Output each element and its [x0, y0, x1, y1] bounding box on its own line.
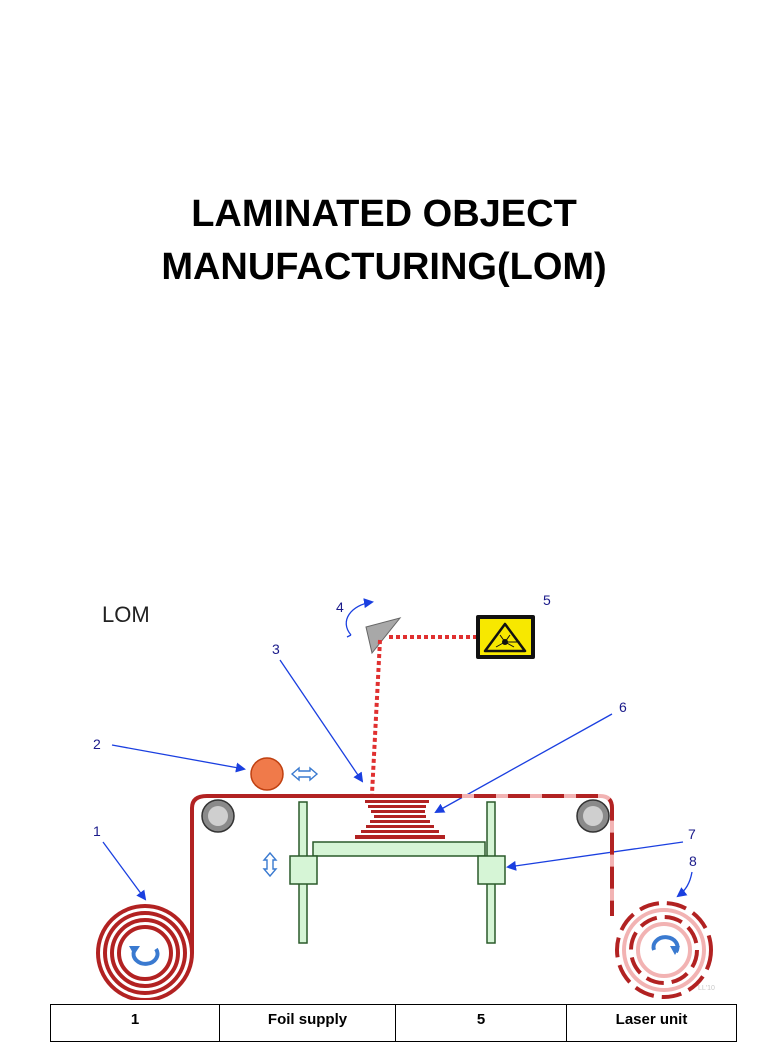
- arrow-2: [111, 744, 246, 773]
- legend-table: 1 Foil supply 5 Laser unit: [50, 1004, 737, 1042]
- carriage-left: [289, 855, 318, 885]
- callout-8: 8: [689, 853, 697, 869]
- title-line-2: MANUFACTURING(LOM): [161, 246, 607, 288]
- callout-4: 4: [336, 599, 344, 615]
- callout-1: 1: [93, 823, 101, 839]
- callout-3: 3: [272, 641, 280, 657]
- laminated-stack: [355, 800, 445, 839]
- table-row: 1 Foil supply 5 Laser unit: [50, 1004, 737, 1042]
- platform-move-icon: [262, 851, 278, 878]
- laser-unit: [476, 615, 535, 659]
- lom-diagram: LOM 1 2 3 4 5 6 7 8: [93, 592, 715, 1000]
- callout-2: 2: [93, 736, 101, 752]
- arrow-1: [102, 841, 147, 901]
- laser-beam: [370, 635, 476, 795]
- foil-path: [190, 794, 614, 953]
- arrow-3: [279, 659, 364, 783]
- callout-labels: 1 2 3 4 5 6 7 8: [93, 592, 697, 869]
- arrow-7: [506, 841, 684, 871]
- foil-takeup-roll: [615, 901, 713, 999]
- foil-path-right-used: [440, 794, 614, 916]
- callout-6: 6: [619, 699, 627, 715]
- foil-supply-roll: [96, 904, 194, 1000]
- arrow-4-tail: [346, 634, 352, 638]
- legend-cell: 5: [395, 1004, 567, 1042]
- title-line-1: LAMINATED OBJECT: [191, 193, 577, 235]
- roller-move-icon: [290, 766, 319, 782]
- laser-beam-vertical: [370, 639, 382, 795]
- heated-roller: [250, 757, 284, 791]
- diagram-heading: LOM: [102, 602, 150, 627]
- arrow-8: [676, 871, 693, 898]
- legend-cell: Foil supply: [219, 1004, 396, 1042]
- callout-5: 5: [543, 592, 551, 608]
- scanner-mirror: [365, 617, 402, 655]
- foil-path-left: [190, 794, 440, 953]
- page-title: LAMINATED OBJECT MANUFACTURING(LOM): [0, 188, 768, 294]
- legend-cell: 1: [50, 1004, 220, 1042]
- build-platform-assembly: [289, 801, 506, 944]
- callout-7: 7: [688, 826, 696, 842]
- legend-cell: Laser unit: [566, 1004, 737, 1042]
- carriage-right: [477, 855, 506, 885]
- build-platform: [312, 841, 486, 857]
- arrow-4: [345, 598, 374, 636]
- idler-rollers: [201, 799, 610, 833]
- watermark-text: LL'10: [698, 985, 715, 992]
